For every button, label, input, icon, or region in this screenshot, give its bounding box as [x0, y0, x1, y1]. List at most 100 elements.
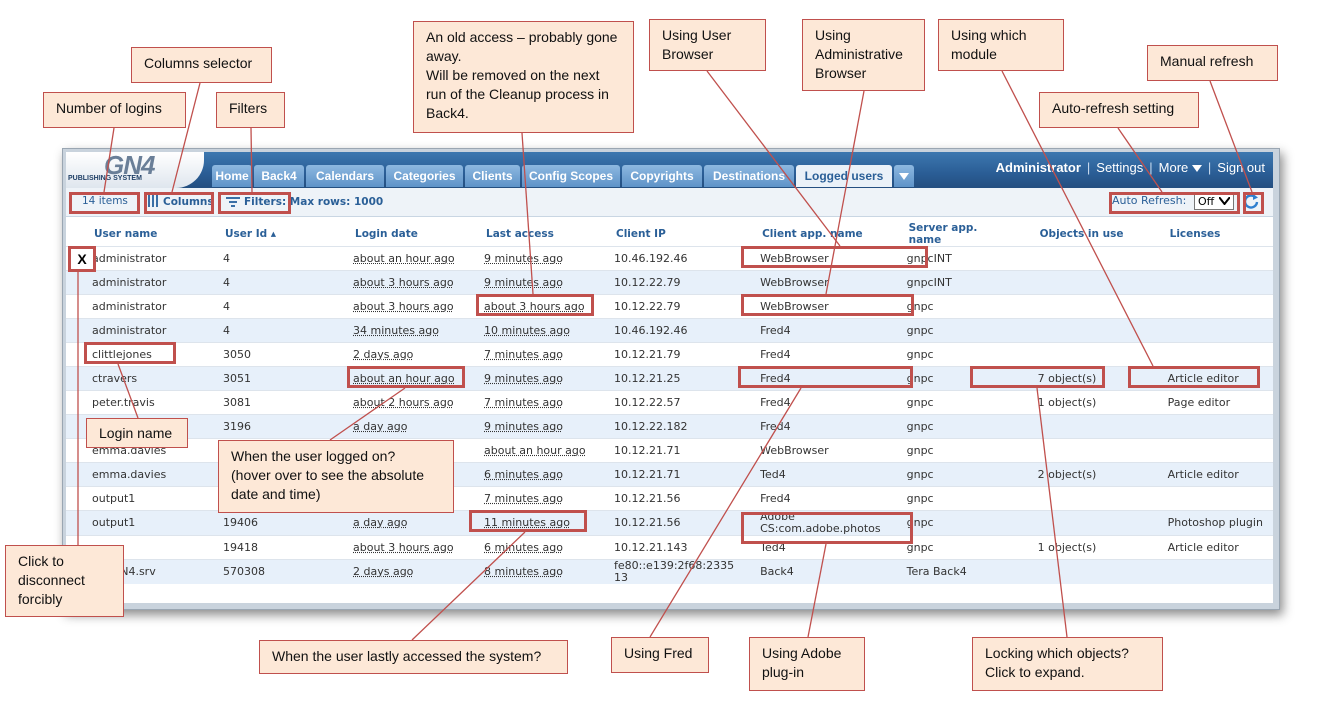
cell-user-name: ctravers — [66, 366, 197, 391]
sign-out-link[interactable]: Sign out — [1217, 160, 1265, 175]
cell-server-app: Tera Back4 — [880, 559, 1012, 584]
cell-objects-in-use[interactable]: 1 object(s) — [1011, 390, 1142, 415]
cell-user-id: 3050 — [197, 342, 327, 367]
col-licenses[interactable]: Licenses — [1169, 228, 1221, 240]
highlight-filters — [218, 192, 291, 214]
annotation-using-fred: Using Fred — [611, 637, 709, 673]
col-user-name[interactable]: User name — [94, 228, 158, 240]
cell-user-name: peter.travis — [66, 390, 197, 415]
more-menu[interactable]: More — [1159, 160, 1202, 175]
highlight-auto-refresh — [1109, 192, 1240, 214]
columns-selector-button[interactable]: Columns — [148, 195, 214, 208]
col-server-app[interactable]: Server app. name — [908, 222, 978, 246]
col-last-access[interactable]: Last access — [486, 228, 554, 240]
highlight-items-count — [69, 192, 140, 214]
tab-calendars[interactable]: Calendars — [306, 165, 384, 187]
highlight-webbrowser-3 — [741, 294, 914, 316]
tab-categories[interactable]: Categories — [386, 165, 463, 187]
auto-refresh-select[interactable]: Off — [1194, 192, 1234, 210]
columns-label: Columns — [163, 196, 214, 208]
tabs-overflow-button[interactable] — [894, 165, 914, 187]
tab-home[interactable]: Home — [212, 165, 252, 187]
cell-user-id: 570308 — [197, 559, 327, 584]
cell-login-date: a day ago — [327, 510, 458, 536]
cell-user-name: emma.davies — [66, 462, 197, 487]
max-rows-label: Max rows: 1000 — [289, 196, 384, 208]
cell-licenses — [1141, 318, 1273, 343]
cell-user-id: 19418 — [197, 535, 327, 560]
tab-clients[interactable]: Clients — [465, 165, 520, 187]
cell-licenses — [1141, 342, 1273, 367]
cell-objects-in-use — [1011, 342, 1142, 367]
col-client-ip[interactable]: Client IP — [616, 228, 666, 240]
cell-client-ip: 10.12.21.79 — [588, 342, 735, 367]
settings-link[interactable]: Settings — [1096, 160, 1144, 175]
auto-refresh-value: Off — [1198, 195, 1215, 208]
cell-server-app: gnpc — [880, 486, 1012, 511]
col-login-date[interactable]: Login date — [355, 228, 418, 240]
cell-user-id: 4 — [197, 318, 327, 343]
tab-config-scopes[interactable]: Config Scopes — [522, 165, 620, 187]
cell-server-app: gnpc — [880, 535, 1012, 560]
highlight-old-access — [476, 294, 594, 316]
current-user[interactable]: Administrator — [995, 160, 1081, 175]
annotation-manual-refresh: Manual refresh — [1147, 45, 1278, 81]
cell-client-ip: 10.12.22.79 — [588, 294, 735, 319]
cell-objects-in-use — [1011, 414, 1142, 439]
cell-login-date: 2 days ago — [327, 342, 458, 367]
cell-licenses: Photoshop plugin — [1141, 510, 1273, 536]
tab-destinations[interactable]: Destinations — [704, 165, 794, 187]
logged-users-table: User name User Id ▴ Login date Last acce… — [66, 222, 1273, 584]
highlight-fred4 — [738, 366, 913, 388]
filters-button[interactable]: Filters: Max rows: 1000 — [226, 195, 383, 208]
cell-client-app: Fred4 — [734, 486, 881, 511]
col-objects-in-use[interactable]: Objects in use — [1039, 228, 1124, 240]
cell-login-date: about 3 hours ago — [327, 535, 458, 560]
cell-user-id: 4 — [197, 294, 327, 319]
tab-logged-users[interactable]: Logged users — [796, 165, 892, 187]
cell-user-name: administrator — [66, 318, 197, 343]
cell-user-name: output1 — [66, 486, 197, 511]
cell-server-app: gnpc — [880, 438, 1012, 463]
highlight-objects — [970, 366, 1105, 388]
cell-licenses: Page editor — [1141, 390, 1273, 415]
cell-client-ip: 10.12.22.79 — [588, 270, 735, 295]
disconnect-button[interactable]: X — [68, 246, 96, 272]
col-user-id[interactable]: User Id ▴ — [225, 228, 277, 240]
cell-client-ip: 10.46.192.46 — [588, 318, 735, 343]
cell-user-name: administrator — [66, 270, 197, 295]
cell-objects-in-use — [1011, 246, 1142, 271]
tab-copyrights[interactable]: Copyrights — [622, 165, 702, 187]
gn4-logo: GN4 PUBLISHING SYSTEM — [66, 152, 204, 188]
cell-objects-in-use[interactable]: 1 object(s) — [1011, 535, 1142, 560]
cell-server-app: gnpc — [880, 414, 1012, 439]
cell-client-ip: 10.12.21.56 — [588, 486, 735, 511]
highlight-columns — [144, 192, 214, 214]
top-navigation: Administrator|Settings|More |Sign out — [995, 160, 1265, 175]
tab-back4[interactable]: Back4 — [254, 165, 304, 187]
cell-licenses — [1141, 246, 1273, 271]
cell-client-ip: 10.12.21.25 — [588, 366, 735, 391]
cell-login-date: 2 days ago — [327, 559, 458, 584]
annotation-click-to-disconnect: Click to disconnect forcibly — [5, 545, 124, 617]
col-client-app[interactable]: Client app. name — [762, 228, 863, 240]
cell-server-app: gnpc — [880, 318, 1012, 343]
cell-client-app: Back4 — [734, 559, 881, 584]
cell-last-access: 7 minutes ago — [458, 390, 588, 415]
cell-user-name: output1 — [66, 510, 197, 536]
cell-client-app: Fred4 — [734, 318, 881, 343]
cell-objects-in-use[interactable]: 2 object(s) — [1011, 462, 1142, 487]
highlight-login-name — [84, 342, 176, 364]
